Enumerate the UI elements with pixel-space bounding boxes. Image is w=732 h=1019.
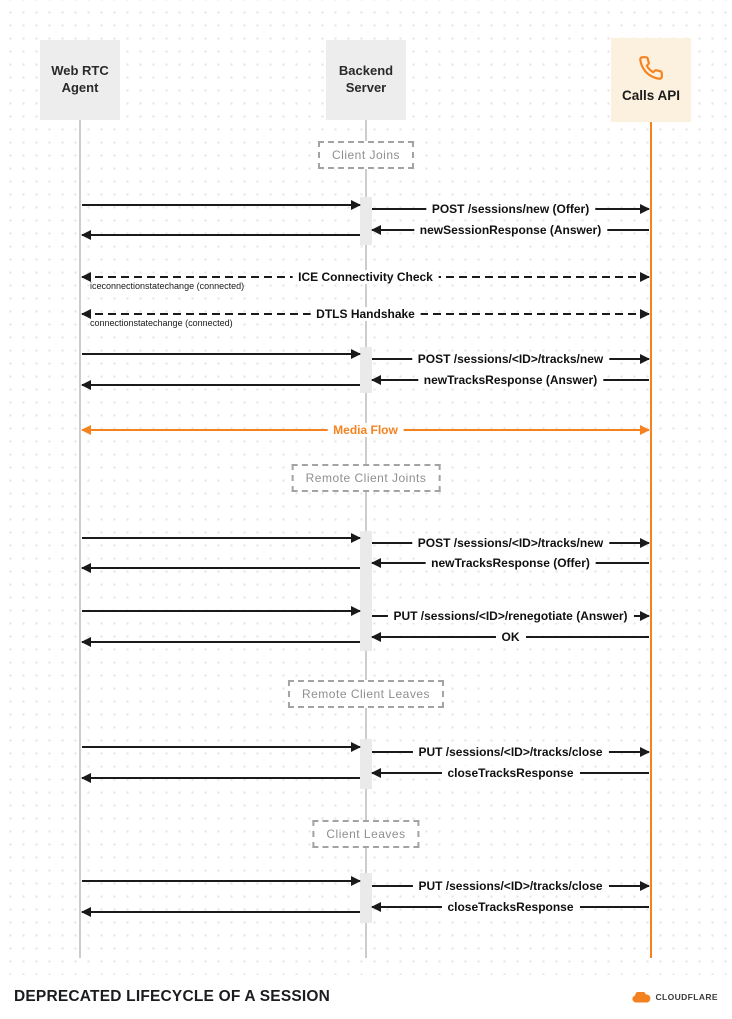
message-arrow <box>82 533 361 543</box>
arrowhead-right <box>351 876 361 886</box>
arrowhead-left <box>371 902 381 912</box>
message-label: OK <box>495 630 526 644</box>
actor-label: Calls API <box>621 88 681 104</box>
activation-bar <box>360 347 372 393</box>
message-arrow <box>82 200 361 210</box>
message-arrow <box>81 230 360 240</box>
message-label: POST /sessions/<ID>/tracks/new <box>411 352 610 366</box>
message-label: Media Flow <box>327 423 404 437</box>
message-label: closeTracksResponse <box>441 766 580 780</box>
cloudflare-wordmark: CLOUDFLARE <box>655 992 718 1002</box>
message-arrow: PUT /sessions/<ID>/tracks/close <box>372 745 650 759</box>
message-arrow: newSessionResponse (Answer) <box>371 223 649 237</box>
message-arrow: PUT /sessions/<ID>/renegotiate (Answer) <box>372 609 650 623</box>
message-arrow: POST /sessions/<ID>/tracks/new <box>372 536 650 550</box>
arrowhead-left <box>81 230 91 240</box>
section-label: Remote Client Leaves <box>287 680 445 708</box>
actor-label: Server <box>345 80 387 95</box>
actor-label: Backend <box>338 63 394 79</box>
section-label: Client Joins <box>317 141 415 169</box>
arrowhead-left <box>81 309 91 319</box>
phone-icon <box>638 55 664 81</box>
message-label: POST /sessions/new (Offer) <box>425 202 596 216</box>
message-sublabel: iceconnectionstatechange (connected) <box>90 281 245 291</box>
arrowhead-left <box>371 632 381 642</box>
message-arrow <box>81 907 360 917</box>
message-sublabel: connectionstatechange (connected) <box>90 318 233 328</box>
arrowhead-left <box>81 637 91 647</box>
arrowhead-right <box>640 747 650 757</box>
arrowhead-left <box>371 558 381 568</box>
arrowhead-right <box>351 533 361 543</box>
arrowhead-left <box>371 768 381 778</box>
message-arrow: closeTracksResponse <box>371 900 649 914</box>
message-arrow: DTLS Handshake connectionstatechange (con… <box>81 307 650 328</box>
message-arrow <box>82 606 361 616</box>
message-arrow: newTracksResponse (Offer) <box>371 556 649 570</box>
cloudflare-brand: CLOUDFLARE <box>632 990 718 1003</box>
arrowhead-right <box>640 538 650 548</box>
message-label: closeTracksResponse <box>441 900 580 914</box>
section-label: Client Leaves <box>312 820 420 848</box>
actor-calls: Calls API <box>611 38 691 122</box>
footer: DEPRECATED LIFECYCLE OF A SESSION CLOUDF… <box>0 975 732 1019</box>
arrowhead-left <box>81 425 91 435</box>
arrowhead-right <box>640 204 650 214</box>
message-label: POST /sessions/<ID>/tracks/new <box>411 536 610 550</box>
message-arrow: closeTracksResponse <box>371 766 649 780</box>
arrowhead-right <box>351 349 361 359</box>
message-label: newSessionResponse (Answer) <box>413 223 608 237</box>
message-arrow <box>81 637 360 647</box>
actor-label: Agent <box>61 80 99 95</box>
arrowhead-right <box>640 309 650 319</box>
activation-bar <box>360 873 372 923</box>
arrowhead-right <box>351 200 361 210</box>
activation-bar <box>360 739 372 789</box>
message-label: newTracksResponse (Answer) <box>417 373 604 387</box>
section-label: Remote Client Joints <box>291 464 441 492</box>
message-label: PUT /sessions/<ID>/tracks/close <box>412 879 609 893</box>
message-arrow: newTracksResponse (Answer) <box>371 373 649 387</box>
message-arrow: ICE Connectivity Check iceconnectionstate… <box>81 270 650 291</box>
cloudflare-cloud-icon <box>632 990 651 1003</box>
message-arrow <box>82 876 361 886</box>
message-arrow <box>82 742 361 752</box>
message-arrow: PUT /sessions/<ID>/tracks/close <box>372 879 650 893</box>
arrowhead-left <box>371 375 381 385</box>
message-label: ICE Connectivity Check <box>292 270 439 284</box>
activation-bar <box>360 531 372 651</box>
arrowhead-left <box>81 773 91 783</box>
arrowhead-left <box>81 563 91 573</box>
arrowhead-right <box>640 611 650 621</box>
activation-bar <box>360 197 372 245</box>
arrowhead-left <box>81 272 91 282</box>
arrowhead-left <box>371 225 381 235</box>
page-title: DEPRECATED LIFECYCLE OF A SESSION <box>14 988 331 1005</box>
arrowhead-right <box>640 272 650 282</box>
arrowhead-right <box>640 425 650 435</box>
message-arrow: Media Flow <box>81 423 650 437</box>
message-arrow <box>81 773 360 783</box>
message-label: newTracksResponse (Offer) <box>425 556 596 570</box>
message-arrow <box>81 380 360 390</box>
message-arrow <box>81 563 360 573</box>
arrowhead-right <box>640 881 650 891</box>
arrowhead-right <box>351 606 361 616</box>
message-arrow <box>82 349 361 359</box>
arrowhead-right <box>640 354 650 364</box>
lifeline-calls <box>650 122 652 958</box>
arrowhead-left <box>81 380 91 390</box>
arrowhead-right <box>351 742 361 752</box>
arrowhead-left <box>81 907 91 917</box>
lifeline-webrtc <box>79 120 81 958</box>
message-arrow: POST /sessions/<ID>/tracks/new <box>372 352 650 366</box>
message-label: DTLS Handshake <box>310 307 421 321</box>
actor-label: Web RTC <box>51 63 109 79</box>
message-label: PUT /sessions/<ID>/renegotiate (Answer) <box>387 609 634 623</box>
message-arrow: OK <box>371 630 649 644</box>
message-arrow: POST /sessions/new (Offer) <box>372 202 650 216</box>
message-label: PUT /sessions/<ID>/tracks/close <box>412 745 609 759</box>
